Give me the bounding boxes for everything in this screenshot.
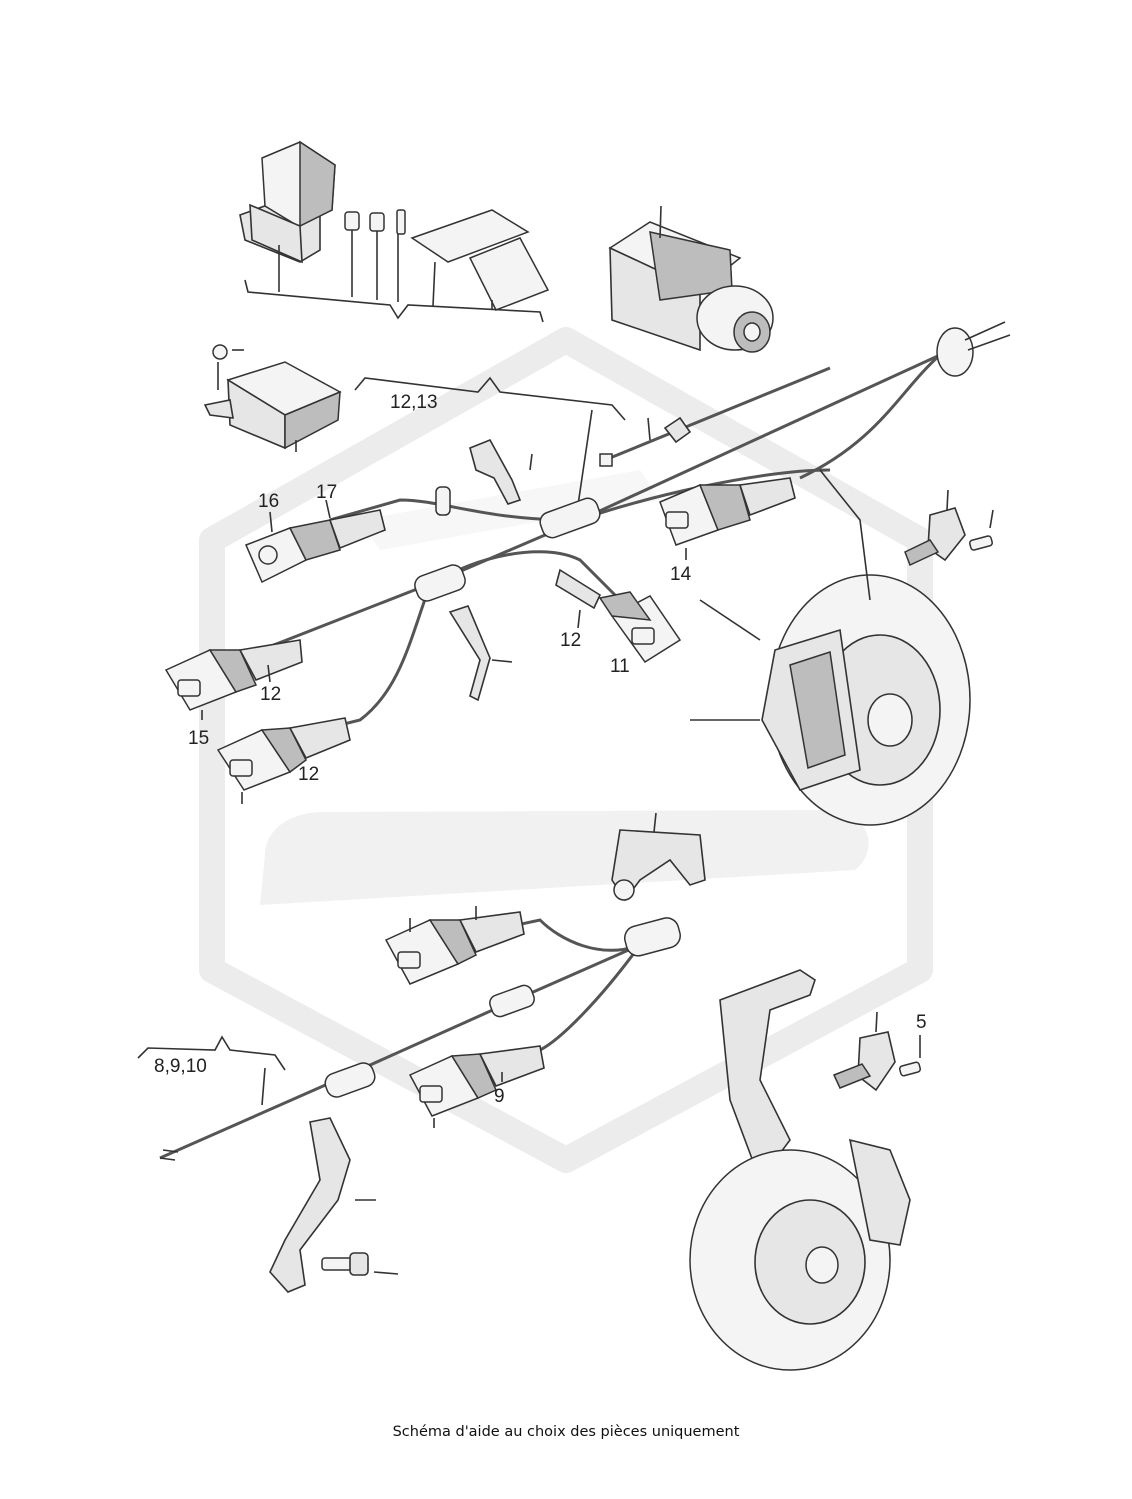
holder-bracket-lower[interactable] <box>269 1117 376 1293</box>
connector-16[interactable] <box>245 499 386 584</box>
connector-lower-upper[interactable] <box>384 906 525 985</box>
abs-hydraulic-unit[interactable] <box>608 205 774 353</box>
callout-bracket-12-13: 12,13 <box>354 376 626 506</box>
callout-16: 16 <box>258 491 279 512</box>
connector-9[interactable] <box>408 1045 545 1128</box>
callout-12c: 12 <box>298 764 319 785</box>
callout-11: 11 <box>610 656 630 677</box>
callout-8-9-10: 8,9,10 <box>154 1056 207 1077</box>
callout-15: 15 <box>188 728 209 749</box>
watermark-logo <box>199 327 933 1173</box>
connector-14[interactable] <box>659 477 796 560</box>
control-module[interactable] <box>203 344 342 452</box>
holder-bracket-upper[interactable] <box>448 605 513 702</box>
callout-14: 14 <box>670 564 692 585</box>
connector-15[interactable] <box>164 639 303 720</box>
callout-bracket-8-9-10 <box>137 1035 286 1106</box>
callout-5: 5 <box>916 1012 927 1033</box>
callout-17: 17 <box>316 482 337 503</box>
wiring-harness-upper[interactable] <box>209 321 1011 747</box>
callout-12-13: 12,13 <box>390 392 438 413</box>
front-knuckle-disc[interactable] <box>689 969 911 1371</box>
wiring-harness-lower[interactable] <box>159 915 683 1161</box>
bolt-lower[interactable] <box>321 1252 399 1276</box>
speed-sensor-front[interactable] <box>832 1011 922 1092</box>
abs-control-unit-kit[interactable] <box>239 140 550 323</box>
callout-12a: 12 <box>560 630 581 651</box>
speed-sensor-rear[interactable] <box>904 489 994 567</box>
holder-bracket-middle[interactable] <box>611 812 706 902</box>
cable-clip[interactable] <box>469 438 533 505</box>
connector-12c[interactable] <box>216 717 351 804</box>
callout-9: 9 <box>494 1086 505 1107</box>
callout-12b: 12 <box>260 684 281 705</box>
brake-disc-caliper-rear[interactable] <box>690 469 971 826</box>
diagram-caption: Schéma d'aide au choix des pièces unique… <box>392 1424 740 1440</box>
connector-11[interactable] <box>555 568 682 664</box>
cable-tie[interactable] <box>599 366 831 467</box>
